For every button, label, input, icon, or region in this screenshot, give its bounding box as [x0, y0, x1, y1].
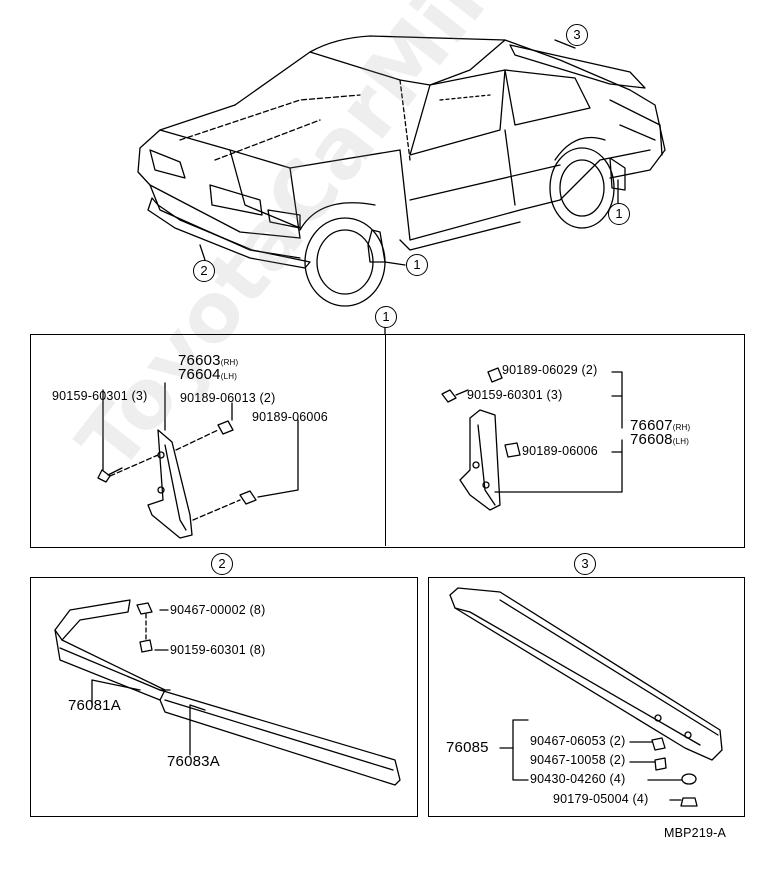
mudguard-left-drawing — [97, 382, 299, 539]
callout-1-front: 1 — [406, 254, 428, 276]
fastener-1: 90467-06053 (2) — [530, 734, 626, 748]
fastener-4: 90179-05004 (4) — [553, 792, 649, 806]
right-clip-b-label: 90189-06006 — [522, 444, 598, 458]
right-clip-a-label: 90189-06029 (2) — [502, 363, 598, 377]
nut-label: 90467-00002 (8) — [170, 603, 266, 617]
diagram-code: MBP219-A — [664, 826, 727, 840]
spoiler-b-label: 76083A — [167, 753, 220, 770]
left-screw-label: 90159-60301 (3) — [52, 389, 148, 403]
left-clip-label: 90189-06013 (2) — [180, 391, 276, 405]
panel-1-mudguards — [30, 334, 745, 548]
callout-1-rear: 1 — [608, 203, 630, 225]
callout-2: 2 — [193, 260, 215, 282]
panel-1-divider — [385, 334, 386, 546]
fastener-3: 90430-04260 (4) — [530, 772, 626, 786]
right-mudguard-rh-part: 76607(RH) — [630, 417, 691, 434]
right-mudguard-lh-part: 76608(LH) — [630, 431, 690, 448]
panel-2-front-spoiler — [30, 577, 418, 817]
rear-spoiler-part: 76085 — [446, 739, 489, 756]
panel-3-rear-spoiler — [428, 577, 745, 817]
right-screw-label: 90159-60301 (3) — [467, 388, 563, 402]
front-spoiler-drawing — [54, 599, 401, 786]
screw-label: 90159-60301 (8) — [170, 643, 266, 657]
panel1-callout: 1 — [375, 306, 397, 328]
panel3-callout: 3 — [574, 553, 596, 575]
mudguard-right-drawing — [441, 367, 623, 511]
rear-spoiler-drawing — [449, 587, 723, 807]
callout-3: 3 — [566, 24, 588, 46]
left-mudguard-rh-part: 76603(RH) — [178, 352, 239, 369]
left-clip2-label: 90189-06006 — [252, 410, 328, 424]
car-illustration — [137, 35, 666, 335]
spoiler-a-label: 76081A — [68, 697, 121, 714]
left-mudguard-lh-part: 76604(LH) — [178, 366, 238, 383]
panel2-callout: 2 — [211, 553, 233, 575]
fastener-2: 90467-10058 (2) — [530, 753, 626, 767]
